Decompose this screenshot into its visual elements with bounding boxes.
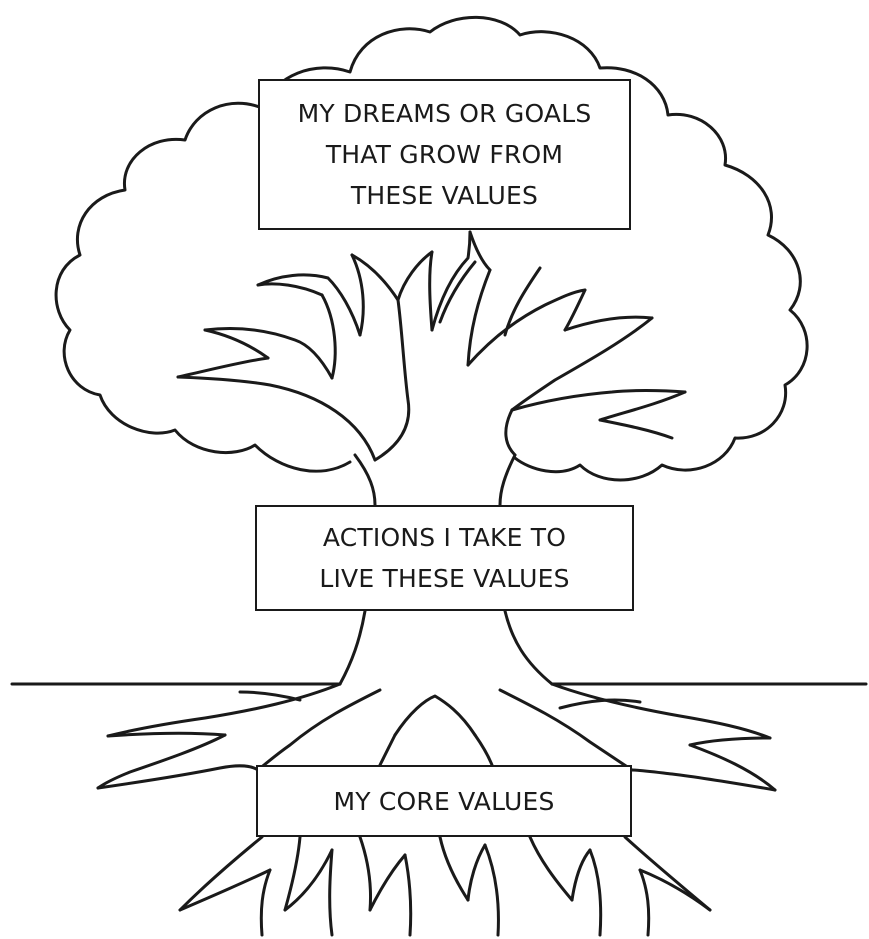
core-values-box: MY CORE VALUES [256,765,632,837]
actions-line-2: LIVE THESE VALUES [319,564,570,593]
root-right-upper [550,682,772,740]
actions-line-1: ACTIONS I TAKE TO [322,523,567,552]
tree-canopy [54,15,809,482]
tree-trunk-left [353,453,377,507]
trunk-lower-left [338,609,367,686]
trunk-lower-right [503,609,554,686]
root-center [393,694,477,737]
actions-box: ACTIONS I TAKE TO LIVE THESE VALUES [255,505,634,611]
branch-left-main [176,375,377,462]
dreams-goals-box: MY DREAMS OR GOALS THAT GROW FROM THESE … [258,79,631,230]
dreams-goals-line-1: MY DREAMS OR GOALS [297,99,592,128]
tree-trunk-right [498,453,517,507]
root-lower-right [623,835,712,912]
core-values-line-1: MY CORE VALUES [333,786,555,816]
dreams-goals-line-3: THESE VALUES [350,181,539,210]
dreams-goals-line-2: THAT GROW FROM [325,140,564,169]
root-left-upper [106,682,342,738]
root-lower-left [178,835,264,912]
